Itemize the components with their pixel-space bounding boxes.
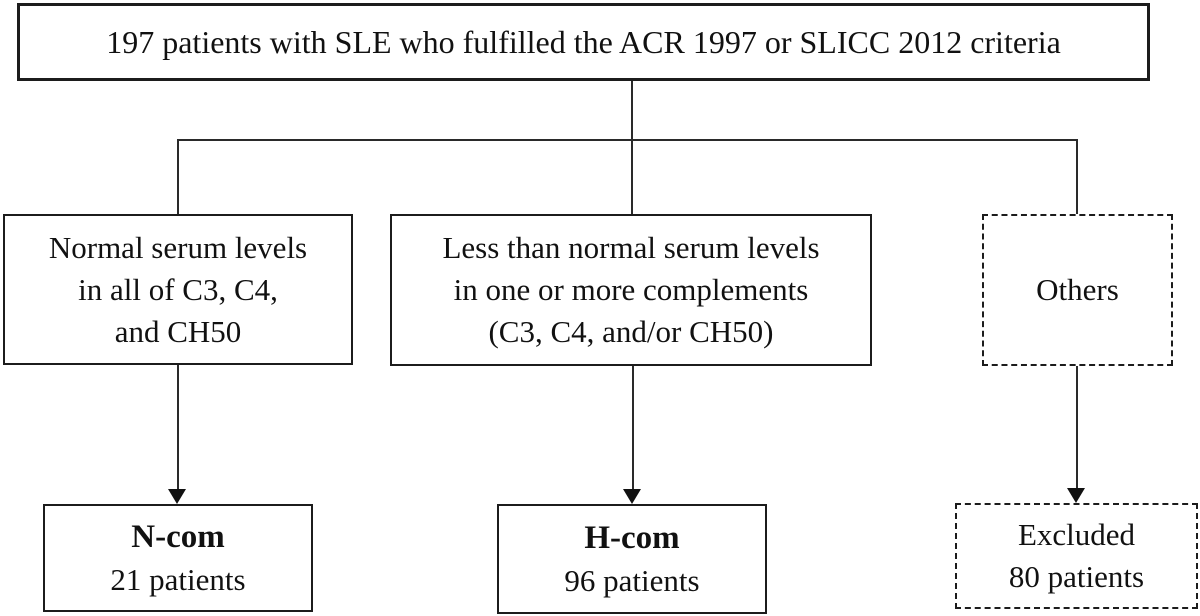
connector-branch-horizontal xyxy=(177,139,1078,141)
root-box: 197 patients with SLE who fulfilled the … xyxy=(17,3,1150,81)
outcome-count: 80 patients xyxy=(1008,559,1145,594)
root-box-text: 197 patients with SLE who fulfilled the … xyxy=(106,24,1061,60)
arrowhead-down-icon xyxy=(623,489,641,504)
branch-box-line: in one or more complements xyxy=(453,272,809,307)
connector-branch-left xyxy=(177,139,179,215)
outcome-count: 96 patients xyxy=(564,563,700,598)
branch-box-normal-complement: Normal serum levels in all of C3, C4, an… xyxy=(3,214,353,365)
branch-box-others: Others xyxy=(982,214,1173,366)
arrowhead-down-icon xyxy=(168,489,186,504)
arrow-line-low-to-hcom xyxy=(632,365,634,491)
branch-box-low-complement: Less than normal serum levels in one or … xyxy=(390,214,872,366)
branch-box-line: Less than normal serum levels xyxy=(442,230,820,265)
connector-root-to-branch xyxy=(631,81,633,215)
outcome-box-ncom: N-com 21 patients xyxy=(43,504,313,612)
branch-box-line: Normal serum levels xyxy=(48,229,308,265)
arrow-line-normal-to-ncom xyxy=(177,364,179,491)
branch-box-line: (C3, C4, and/or CH50) xyxy=(488,314,774,349)
outcome-box-hcom: H-com 96 patients xyxy=(497,504,767,614)
outcome-box-excluded: Excluded 80 patients xyxy=(955,503,1198,609)
outcome-title: H-com xyxy=(584,520,680,556)
branch-box-line: and CH50 xyxy=(114,313,242,349)
arrow-line-others-to-excluded xyxy=(1076,365,1078,490)
arrowhead-down-icon xyxy=(1067,488,1085,503)
outcome-title: Excluded xyxy=(1017,517,1136,552)
branch-box-line: Others xyxy=(1036,272,1119,307)
branch-box-line: in all of C3, C4, xyxy=(78,271,278,307)
outcome-count: 21 patients xyxy=(110,562,246,597)
outcome-title: N-com xyxy=(131,519,225,555)
connector-branch-right xyxy=(1076,139,1078,215)
